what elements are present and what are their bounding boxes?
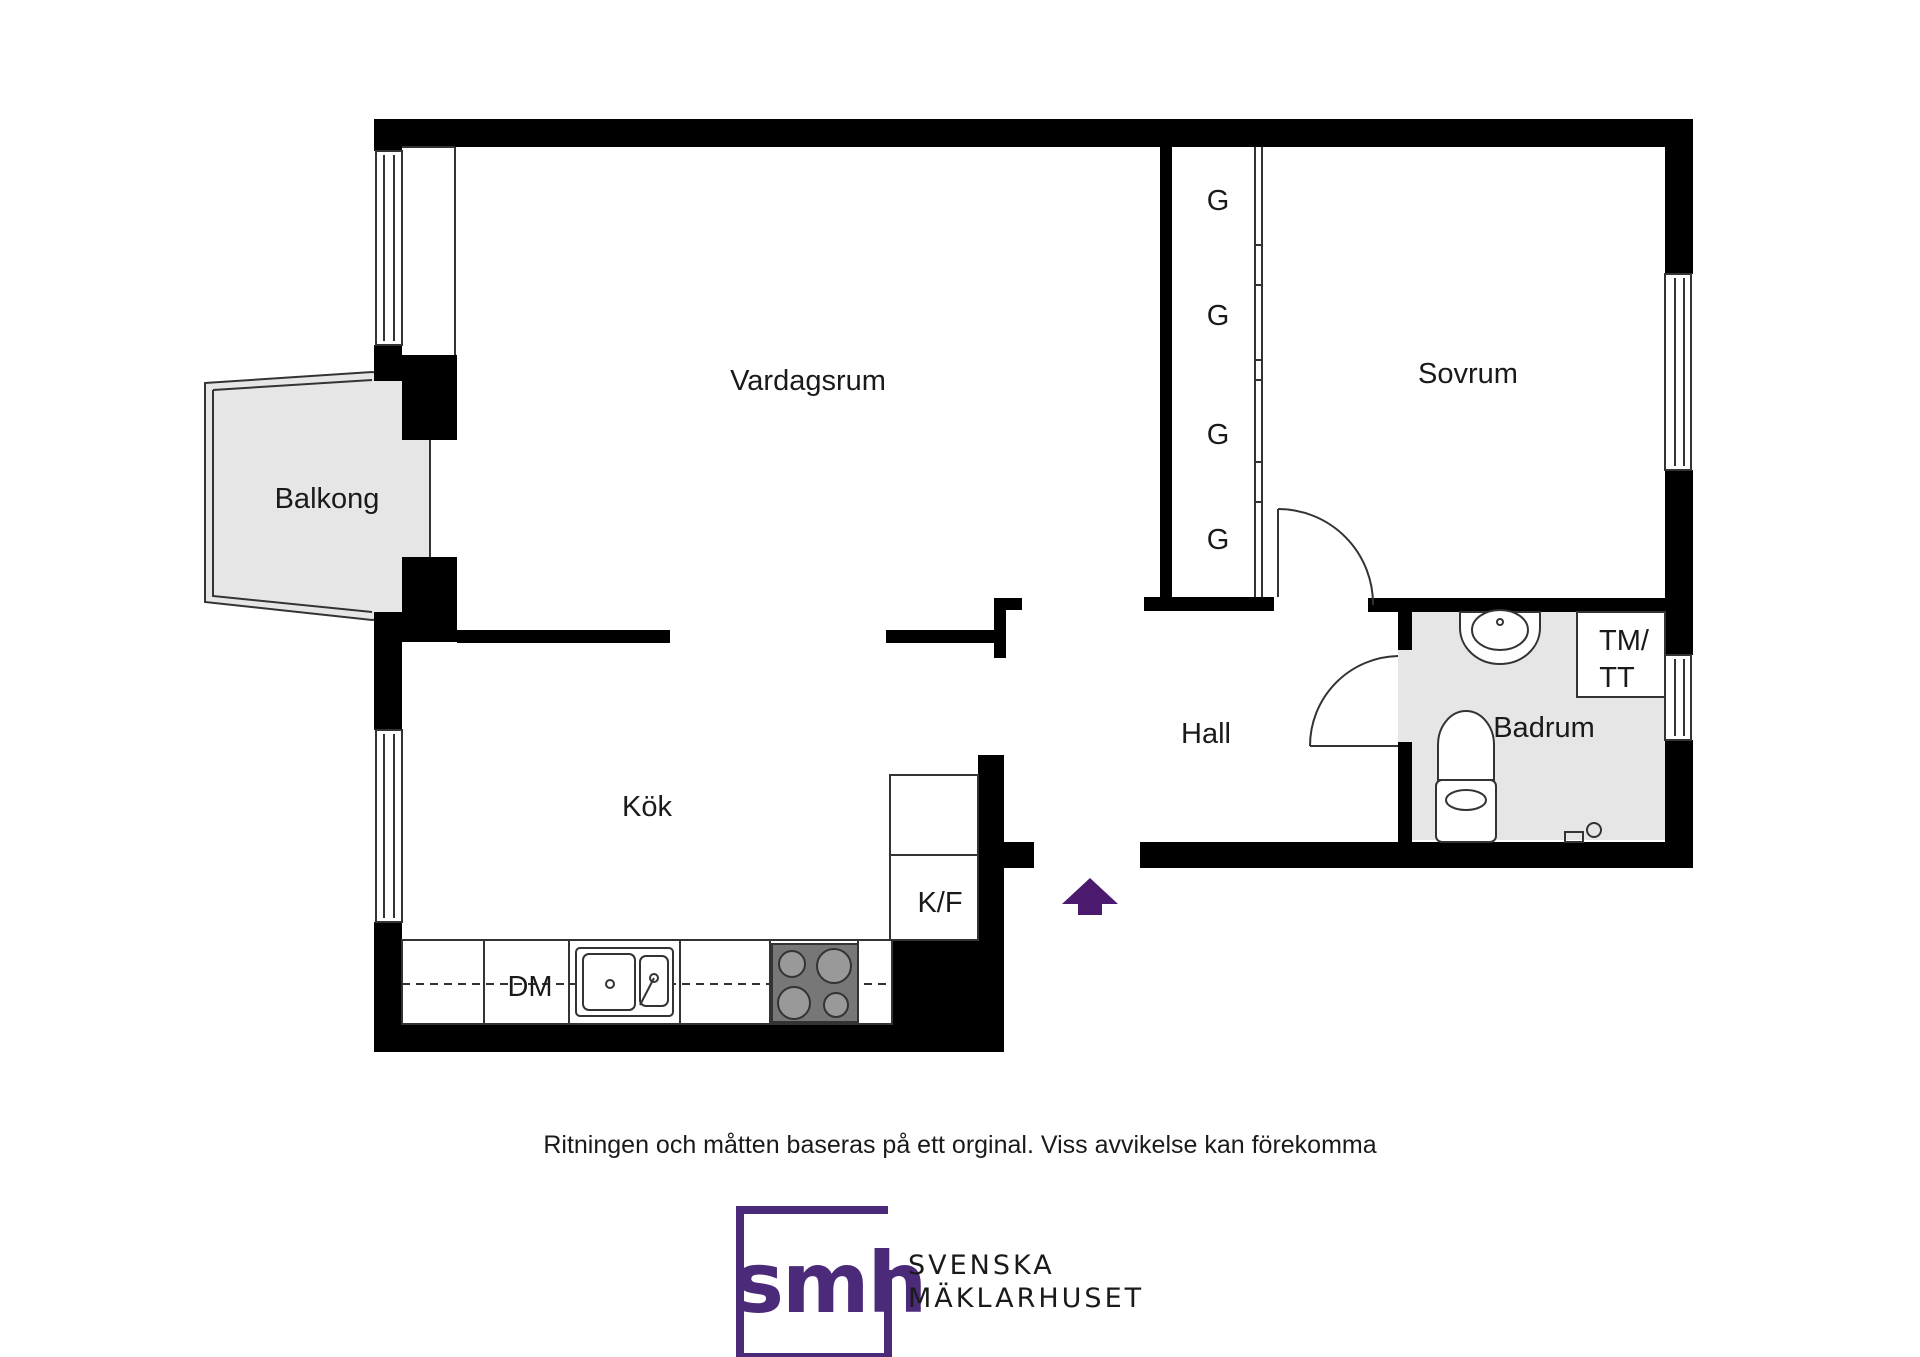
laundry-label-line2: TT (1599, 662, 1635, 694)
room-label-vardagsrum: Vardagsrum (730, 365, 886, 397)
walls (374, 119, 1693, 1052)
doors (1277, 508, 1399, 747)
dishwasher-label: DM (507, 971, 552, 1003)
room-label-balkong: Balkong (275, 483, 380, 515)
windows (375, 146, 1692, 923)
balcony-railing-inner (212, 390, 373, 613)
toilet-icon (1435, 710, 1497, 843)
laundry-box (1576, 611, 1666, 698)
fridge-freezer-label: K/F (917, 887, 962, 919)
wardrobes (1254, 147, 1263, 597)
entrance-arrow-icon (1062, 878, 1118, 915)
room-label-hall: Hall (1181, 718, 1231, 750)
closet-label: G (1207, 185, 1230, 217)
brand-name-line2: MÄKLARHUSET (908, 1282, 1144, 1314)
laundry-label-line1: TM/ (1599, 625, 1650, 657)
closet-label: G (1207, 524, 1230, 556)
kitchen-counter (401, 774, 979, 1025)
disclaimer-text: Ritningen och måtten baseras på ett orgi… (543, 1131, 1376, 1159)
washbasin-icon (1459, 609, 1541, 665)
sink-icon (575, 947, 674, 1017)
floor-drain-icon (1564, 822, 1602, 843)
stove-icon (771, 943, 859, 1023)
balcony-railing (212, 379, 373, 391)
closet-label: G (1207, 300, 1230, 332)
brand-logo: smh SVENSKA MÄKLARHUSET (734, 1206, 1144, 1357)
brand-name-line1: SVENSKA (908, 1250, 1055, 1281)
room-label-kok: Kök (622, 791, 672, 823)
room-label-badrum: Badrum (1493, 712, 1595, 744)
closet-label: G (1207, 419, 1230, 451)
brand-logo-mark: smh (734, 1234, 925, 1332)
room-label-sovrum: Sovrum (1418, 358, 1518, 390)
